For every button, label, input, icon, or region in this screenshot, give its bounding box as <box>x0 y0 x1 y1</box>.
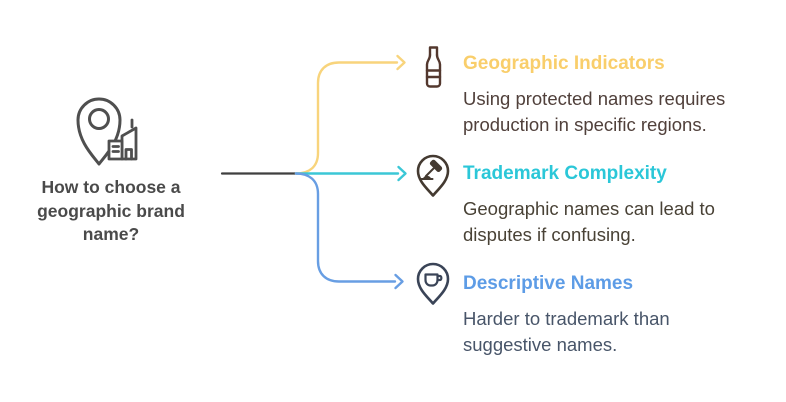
connector-branch-1 <box>294 61 399 175</box>
arrowhead-branch-2 <box>397 165 407 182</box>
arrowhead-branch-1 <box>396 54 406 71</box>
branch-description-trademark-complexity: Geographic names can lead to disputes if… <box>463 198 715 245</box>
branch-title-descriptive-names: Descriptive Names <box>463 273 634 294</box>
coffee-cup-location-pin-icon <box>414 262 452 306</box>
branch-title-trademark-complexity: Trademark Complexity <box>463 163 667 184</box>
arrowhead-branch-3 <box>394 273 404 290</box>
branch-title-geographic-indicators: Geographic Indicators <box>463 53 665 74</box>
location-pin-building-icon <box>74 96 140 168</box>
wine-bottle-icon <box>423 46 444 88</box>
branch-description-geographic-indicators: Using protected names requires productio… <box>463 88 726 135</box>
gavel-location-pin-icon <box>414 154 452 198</box>
branch-description-descriptive-names: Harder to trademark than suggestive name… <box>463 308 670 355</box>
connector-branch-3 <box>294 172 397 283</box>
root-question-label: How to choose a geographic brand name? <box>37 177 185 244</box>
